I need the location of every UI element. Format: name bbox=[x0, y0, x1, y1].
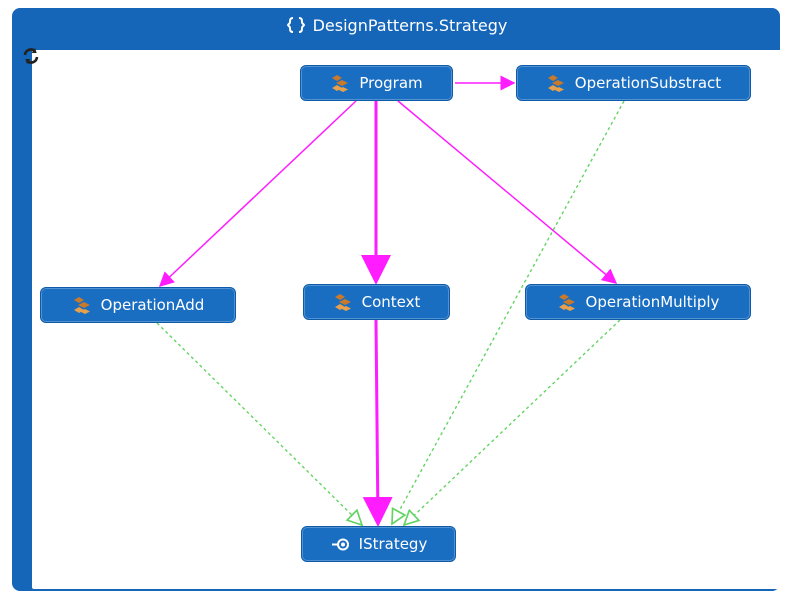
namespace-title: DesignPatterns.Strategy bbox=[312, 15, 508, 35]
node-label: OperationSubstract bbox=[574, 74, 722, 92]
node-operationsubstract[interactable]: OperationSubstract bbox=[516, 65, 751, 101]
node-context[interactable]: Context bbox=[303, 284, 450, 320]
node-label: OperationAdd bbox=[100, 296, 205, 314]
class-icon bbox=[330, 73, 351, 94]
refresh-icon[interactable] bbox=[21, 46, 41, 66]
class-icon bbox=[546, 73, 567, 94]
interface-icon bbox=[330, 534, 351, 555]
class-icon bbox=[333, 292, 354, 313]
node-istrategy[interactable]: IStrategy bbox=[301, 526, 456, 562]
node-label: Context bbox=[361, 293, 421, 311]
node-program[interactable]: Program bbox=[300, 65, 453, 101]
node-label: Program bbox=[359, 74, 423, 92]
class-icon bbox=[72, 295, 93, 316]
node-operationadd[interactable]: OperationAdd bbox=[40, 287, 236, 323]
node-label: IStrategy bbox=[358, 535, 428, 553]
node-label: OperationMultiply bbox=[585, 293, 720, 311]
node-operationmultiply[interactable]: OperationMultiply bbox=[525, 284, 751, 320]
namespace-title-bar: DesignPatterns.Strategy bbox=[12, 8, 780, 42]
class-icon bbox=[557, 292, 578, 313]
namespace-icon bbox=[285, 14, 307, 36]
